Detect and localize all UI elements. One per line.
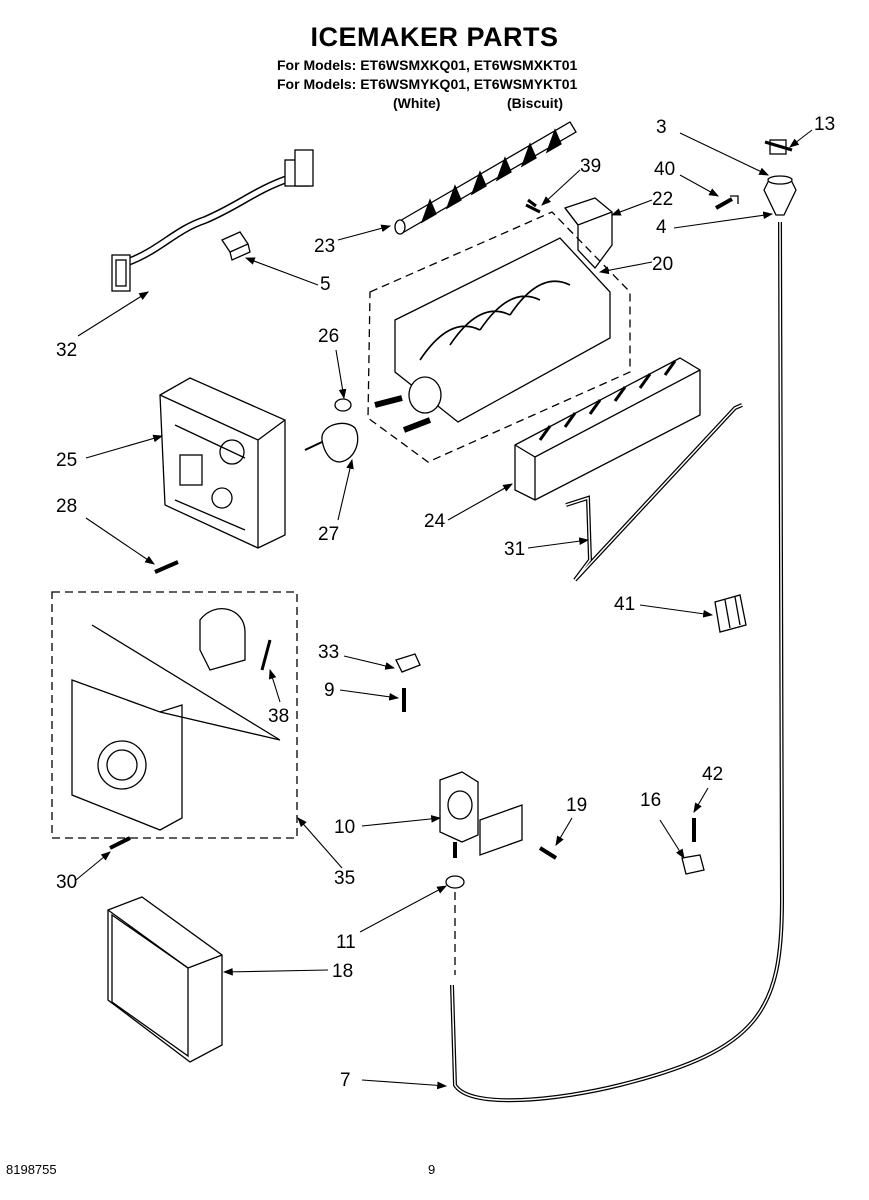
callout-13: 13	[814, 114, 835, 135]
models-line-2: For Models: ET6WSMYKQ01, ET6WSMYKT01	[277, 76, 578, 92]
document-number: 8198755	[6, 1162, 57, 1177]
bracket-33-part	[395, 653, 421, 673]
callout-38: 38	[268, 706, 289, 727]
thermostat-part	[334, 398, 352, 412]
motor-part	[304, 422, 359, 463]
models-line-1: For Models: ET6WSMXKQ01, ET6WSMXKT01	[277, 57, 578, 73]
callout-7: 7	[340, 1070, 351, 1091]
callout-41: 41	[614, 594, 635, 615]
wire-harness-part	[111, 149, 314, 292]
screw-39-part	[525, 198, 541, 214]
screw-40-part	[715, 195, 739, 210]
screw-19-part	[538, 846, 558, 860]
callout-3: 3	[656, 117, 667, 138]
color-biscuit-label: (Biscuit)	[507, 95, 563, 111]
cover-part	[563, 197, 613, 270]
callout-labels: 3 13 39 40 22 23 4 20 5 32 26 25 28 27 2…	[56, 114, 835, 1091]
callout-11: 11	[336, 932, 356, 953]
page-number: 9	[428, 1162, 436, 1177]
clamp-16-part	[681, 854, 705, 875]
callout-35: 35	[334, 868, 355, 889]
control-module-part	[51, 591, 298, 839]
screw-28-part	[154, 560, 179, 574]
callout-16: 16	[640, 790, 661, 811]
insulation-block-part	[107, 896, 223, 1063]
water-valve-part	[439, 771, 523, 858]
color-white-label: (White)	[393, 95, 441, 111]
fill-tube-part	[450, 221, 785, 1103]
callout-18: 18	[332, 961, 353, 982]
callout-42: 42	[702, 764, 723, 785]
callout-26: 26	[318, 326, 339, 347]
callout-10: 10	[334, 817, 355, 838]
callout-28: 28	[56, 496, 77, 517]
ejector-shaft-part	[394, 121, 577, 235]
clip-41-part	[714, 594, 747, 633]
callout-4: 4	[656, 217, 667, 238]
nut-11-part	[445, 875, 465, 975]
callout-27: 27	[318, 524, 339, 545]
callout-31: 31	[504, 539, 525, 560]
callout-5: 5	[320, 274, 331, 295]
callout-22: 22	[652, 189, 673, 210]
callout-39: 39	[580, 156, 601, 177]
callout-25: 25	[56, 450, 77, 471]
callout-20: 20	[652, 254, 673, 275]
callout-40: 40	[654, 159, 675, 180]
callout-30: 30	[56, 872, 77, 893]
clip-part	[221, 231, 251, 261]
callout-leaders	[75, 129, 813, 1090]
callout-23: 23	[314, 236, 335, 257]
callout-24: 24	[424, 511, 446, 532]
screw-30-part	[109, 836, 131, 850]
callout-19: 19	[566, 795, 587, 816]
callout-9: 9	[324, 680, 335, 701]
page-title: ICEMAKER PARTS	[310, 22, 559, 52]
mold-assembly-part	[367, 211, 631, 463]
callout-32: 32	[56, 340, 77, 361]
callout-33: 33	[318, 642, 339, 663]
stripper-part	[514, 357, 701, 501]
shutoff-arm-part	[565, 403, 743, 582]
control-housing-part	[159, 377, 286, 549]
fill-cup-part	[763, 139, 797, 216]
